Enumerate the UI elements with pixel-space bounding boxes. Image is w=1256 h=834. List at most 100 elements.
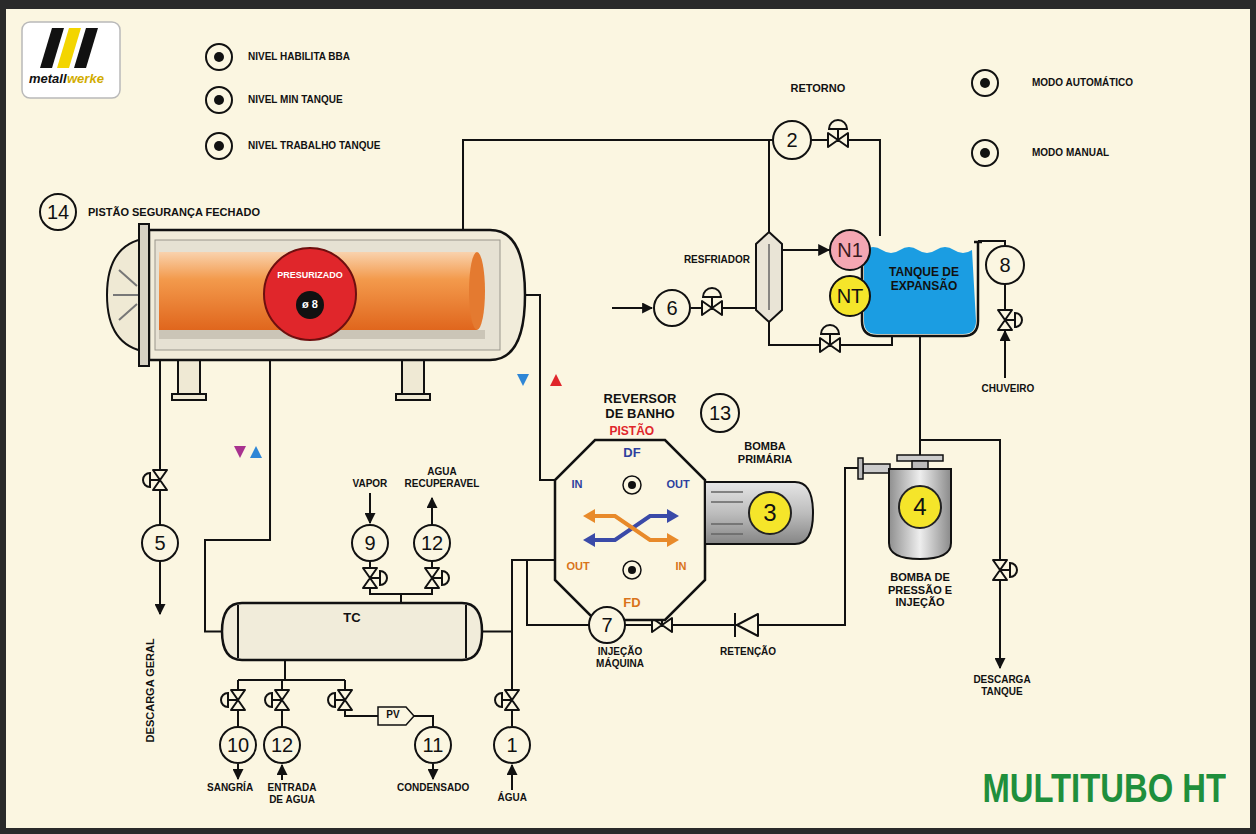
pressure-injection-pump-outline — [863, 464, 890, 473]
indicator-label: NIVEL TRABALHO TANQUE — [248, 140, 380, 152]
callout-number: 10 — [219, 726, 257, 764]
diagram-title: MULTITUBO HT — [982, 766, 1226, 810]
manual-valve — [363, 568, 387, 588]
callout-text: N1 — [837, 240, 863, 260]
pump-number: 3 — [748, 491, 792, 535]
check-valve — [737, 614, 758, 636]
callout-number: 1 — [493, 726, 531, 764]
indicator-dot — [214, 52, 224, 62]
valve-label: RETENÇÃO — [720, 646, 776, 658]
primary-pump-outline — [711, 492, 743, 534]
node-text: IN — [669, 560, 693, 573]
bath-reverser-outline — [628, 481, 636, 489]
autoclave-vessel-outline — [113, 270, 139, 320]
line-label: SANGRÍA — [207, 782, 253, 794]
valve-label: INJEÇÃO MÁQUINA — [587, 646, 653, 669]
callout-number: 13 — [700, 393, 740, 433]
node-text: BOMBA DE PRESSÃO E INJEÇÃO — [865, 571, 975, 609]
steam-trap-outline — [378, 707, 414, 725]
indicator-dot — [214, 52, 990, 158]
cooler: RESFRIADOR — [756, 232, 782, 322]
autoclave-vessel-outline — [155, 240, 500, 350]
line-label: ÁGUA — [498, 792, 527, 804]
callout-number: 8 — [985, 245, 1025, 285]
pressure-injection-pump-outline — [897, 455, 943, 461]
manual-valve — [265, 690, 289, 710]
pipe — [160, 241, 1005, 790]
check-valve — [735, 613, 758, 637]
node-text: DF — [607, 446, 657, 461]
callout-text: 12 — [421, 533, 443, 553]
bath-reverser-outline — [667, 533, 679, 547]
pipe-connector — [782, 249, 829, 251]
pipe-connector — [463, 140, 880, 236]
actuated-valve — [702, 288, 722, 315]
expansion-tank: TANQUE DE EXPANSÃO — [862, 236, 978, 336]
heat-exchanger: TC — [222, 603, 482, 660]
callout-text: NT — [837, 286, 864, 306]
pipe-connector — [463, 140, 769, 232]
node-text: IN — [565, 478, 589, 491]
indicator-lamp — [206, 133, 232, 159]
callout-number: 14 — [39, 193, 77, 231]
pump-number: 4 — [898, 485, 942, 529]
callout-text: 8 — [999, 255, 1010, 275]
actuated-valve — [820, 325, 840, 352]
callout-number: 9 — [351, 524, 389, 562]
flow-direction-marker — [234, 446, 246, 458]
logo — [22, 22, 120, 98]
pipe — [511, 765, 513, 790]
steam-trap: PV — [378, 707, 414, 725]
pressure-injection-pump-outline — [858, 458, 863, 479]
cooler-outline — [768, 244, 770, 310]
indicator-dot — [980, 78, 990, 88]
callout-number: 11 — [414, 726, 452, 764]
indicator-label: MODO AUTOMÁTICO — [1032, 77, 1133, 89]
bath-reverser-outline — [590, 516, 667, 540]
expansion-tank-outline — [858, 242, 982, 336]
callout-number: 2 — [772, 120, 812, 160]
vessel-support — [172, 360, 430, 400]
node-text: RESFRIADOR — [684, 254, 750, 266]
node-text: TC — [222, 611, 482, 626]
autoclave-vessel-outline — [139, 224, 149, 366]
logo-wordmark: metall — [29, 72, 67, 87]
vessel-support — [178, 360, 200, 394]
pipe — [159, 562, 161, 614]
pressure-injection-pump-outline — [912, 461, 928, 469]
autoclave-vessel-outline — [105, 230, 525, 360]
manual-valve — [993, 560, 1017, 580]
level-sensor: N1 — [829, 229, 871, 271]
pipe-connector — [482, 560, 555, 631]
callout-text: 9 — [364, 533, 375, 553]
bath-reverser-outline — [628, 566, 636, 574]
node-text: PV — [378, 709, 408, 721]
indicator-dot — [980, 148, 990, 158]
bath-reverser-outline — [583, 533, 595, 547]
pipe-connector — [205, 360, 270, 632]
callout-text: 6 — [666, 298, 677, 318]
pipe — [511, 632, 513, 726]
line-label: AGUA RECUPERAVEL — [397, 466, 487, 489]
flow-direction-marker — [250, 446, 262, 458]
manual-valve — [221, 690, 245, 710]
callout-text: 2 — [786, 130, 797, 150]
pipe — [431, 498, 433, 524]
bath-reverser-outline — [590, 516, 667, 540]
line-label: CONDENSADO — [397, 782, 469, 794]
equipment-label: REVERSOR DE BANHO — [598, 392, 682, 422]
bath-reverser-outline — [623, 561, 641, 579]
pipe — [369, 493, 371, 523]
callout-number: 12 — [263, 726, 301, 764]
pipe — [691, 307, 756, 309]
pipe-connector — [525, 295, 555, 480]
line-label: DESCARGA GERAL — [144, 638, 157, 742]
indicator-dot — [214, 95, 224, 105]
indicator-lamp — [972, 140, 998, 166]
callout-text: 10 — [227, 735, 249, 755]
line-label: DESCARGA TANQUE — [967, 674, 1037, 697]
indicator-label: NIVEL MIN TANQUE — [248, 94, 343, 106]
cooler-outline — [756, 232, 782, 322]
